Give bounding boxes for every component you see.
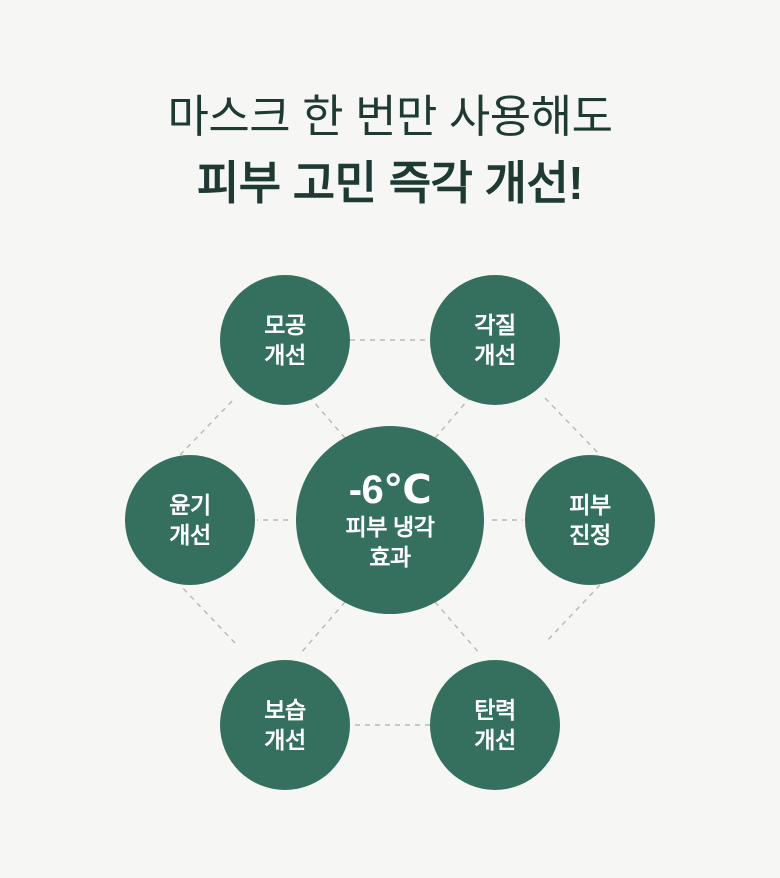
- benefit-node-top-left[interactable]: 모공 개선: [220, 275, 350, 405]
- benefit-label-line-2: 개선: [474, 727, 516, 753]
- benefit-label-line-2: 개선: [264, 727, 306, 753]
- benefit-label-line-2: 개선: [169, 522, 211, 548]
- benefits-hexagon-diagram: 모공 개선 각질 개선 윤기 개선 피부 진정 보습 개선 탄력 개선 -6℃ …: [0, 258, 780, 818]
- cooling-effect-hub-node[interactable]: -6℃ 피부 냉각 효과: [296, 426, 484, 614]
- connector-right-bottomright: [544, 584, 601, 644]
- connector-bottomleft-left: [179, 584, 236, 644]
- benefit-node-right[interactable]: 피부 진정: [525, 455, 655, 585]
- benefit-label-line-2: 개선: [474, 342, 516, 368]
- benefit-label-line-1: 보습: [264, 697, 306, 723]
- benefit-label-line-2: 진정: [569, 522, 611, 548]
- connector-left-topleft: [179, 397, 236, 456]
- benefit-label-line-1: 탄력: [474, 697, 516, 723]
- benefit-label-line-1: 모공: [264, 312, 306, 338]
- hub-label-line-1: 피부 냉각: [345, 514, 435, 540]
- benefit-label-line-1: 윤기: [169, 492, 211, 518]
- benefit-label-line-2: 개선: [264, 342, 306, 368]
- hub-label-line-2: 효과: [369, 544, 411, 570]
- benefit-label-line-1: 각질: [474, 312, 516, 338]
- connector-topright-right: [544, 397, 601, 456]
- spoke-hub-bottomright: [434, 601, 481, 655]
- benefit-node-top-right[interactable]: 각질 개선: [430, 275, 560, 405]
- headline-line-1: 마스크 한 번만 사용해도: [167, 91, 613, 142]
- benefit-label-line-1: 피부: [569, 492, 611, 518]
- benefit-node-bottom-right[interactable]: 탄력 개선: [430, 660, 560, 790]
- headline-line-2: 피부 고민 즉각 개선!: [196, 157, 584, 209]
- spoke-hub-bottomleft: [299, 601, 346, 655]
- hub-temperature-value: -6℃: [348, 468, 432, 512]
- benefit-node-left[interactable]: 윤기 개선: [125, 455, 255, 585]
- page-headline: 마스크 한 번만 사용해도 피부 고민 즉각 개선!: [0, 86, 780, 214]
- benefit-node-bottom-left[interactable]: 보습 개선: [220, 660, 350, 790]
